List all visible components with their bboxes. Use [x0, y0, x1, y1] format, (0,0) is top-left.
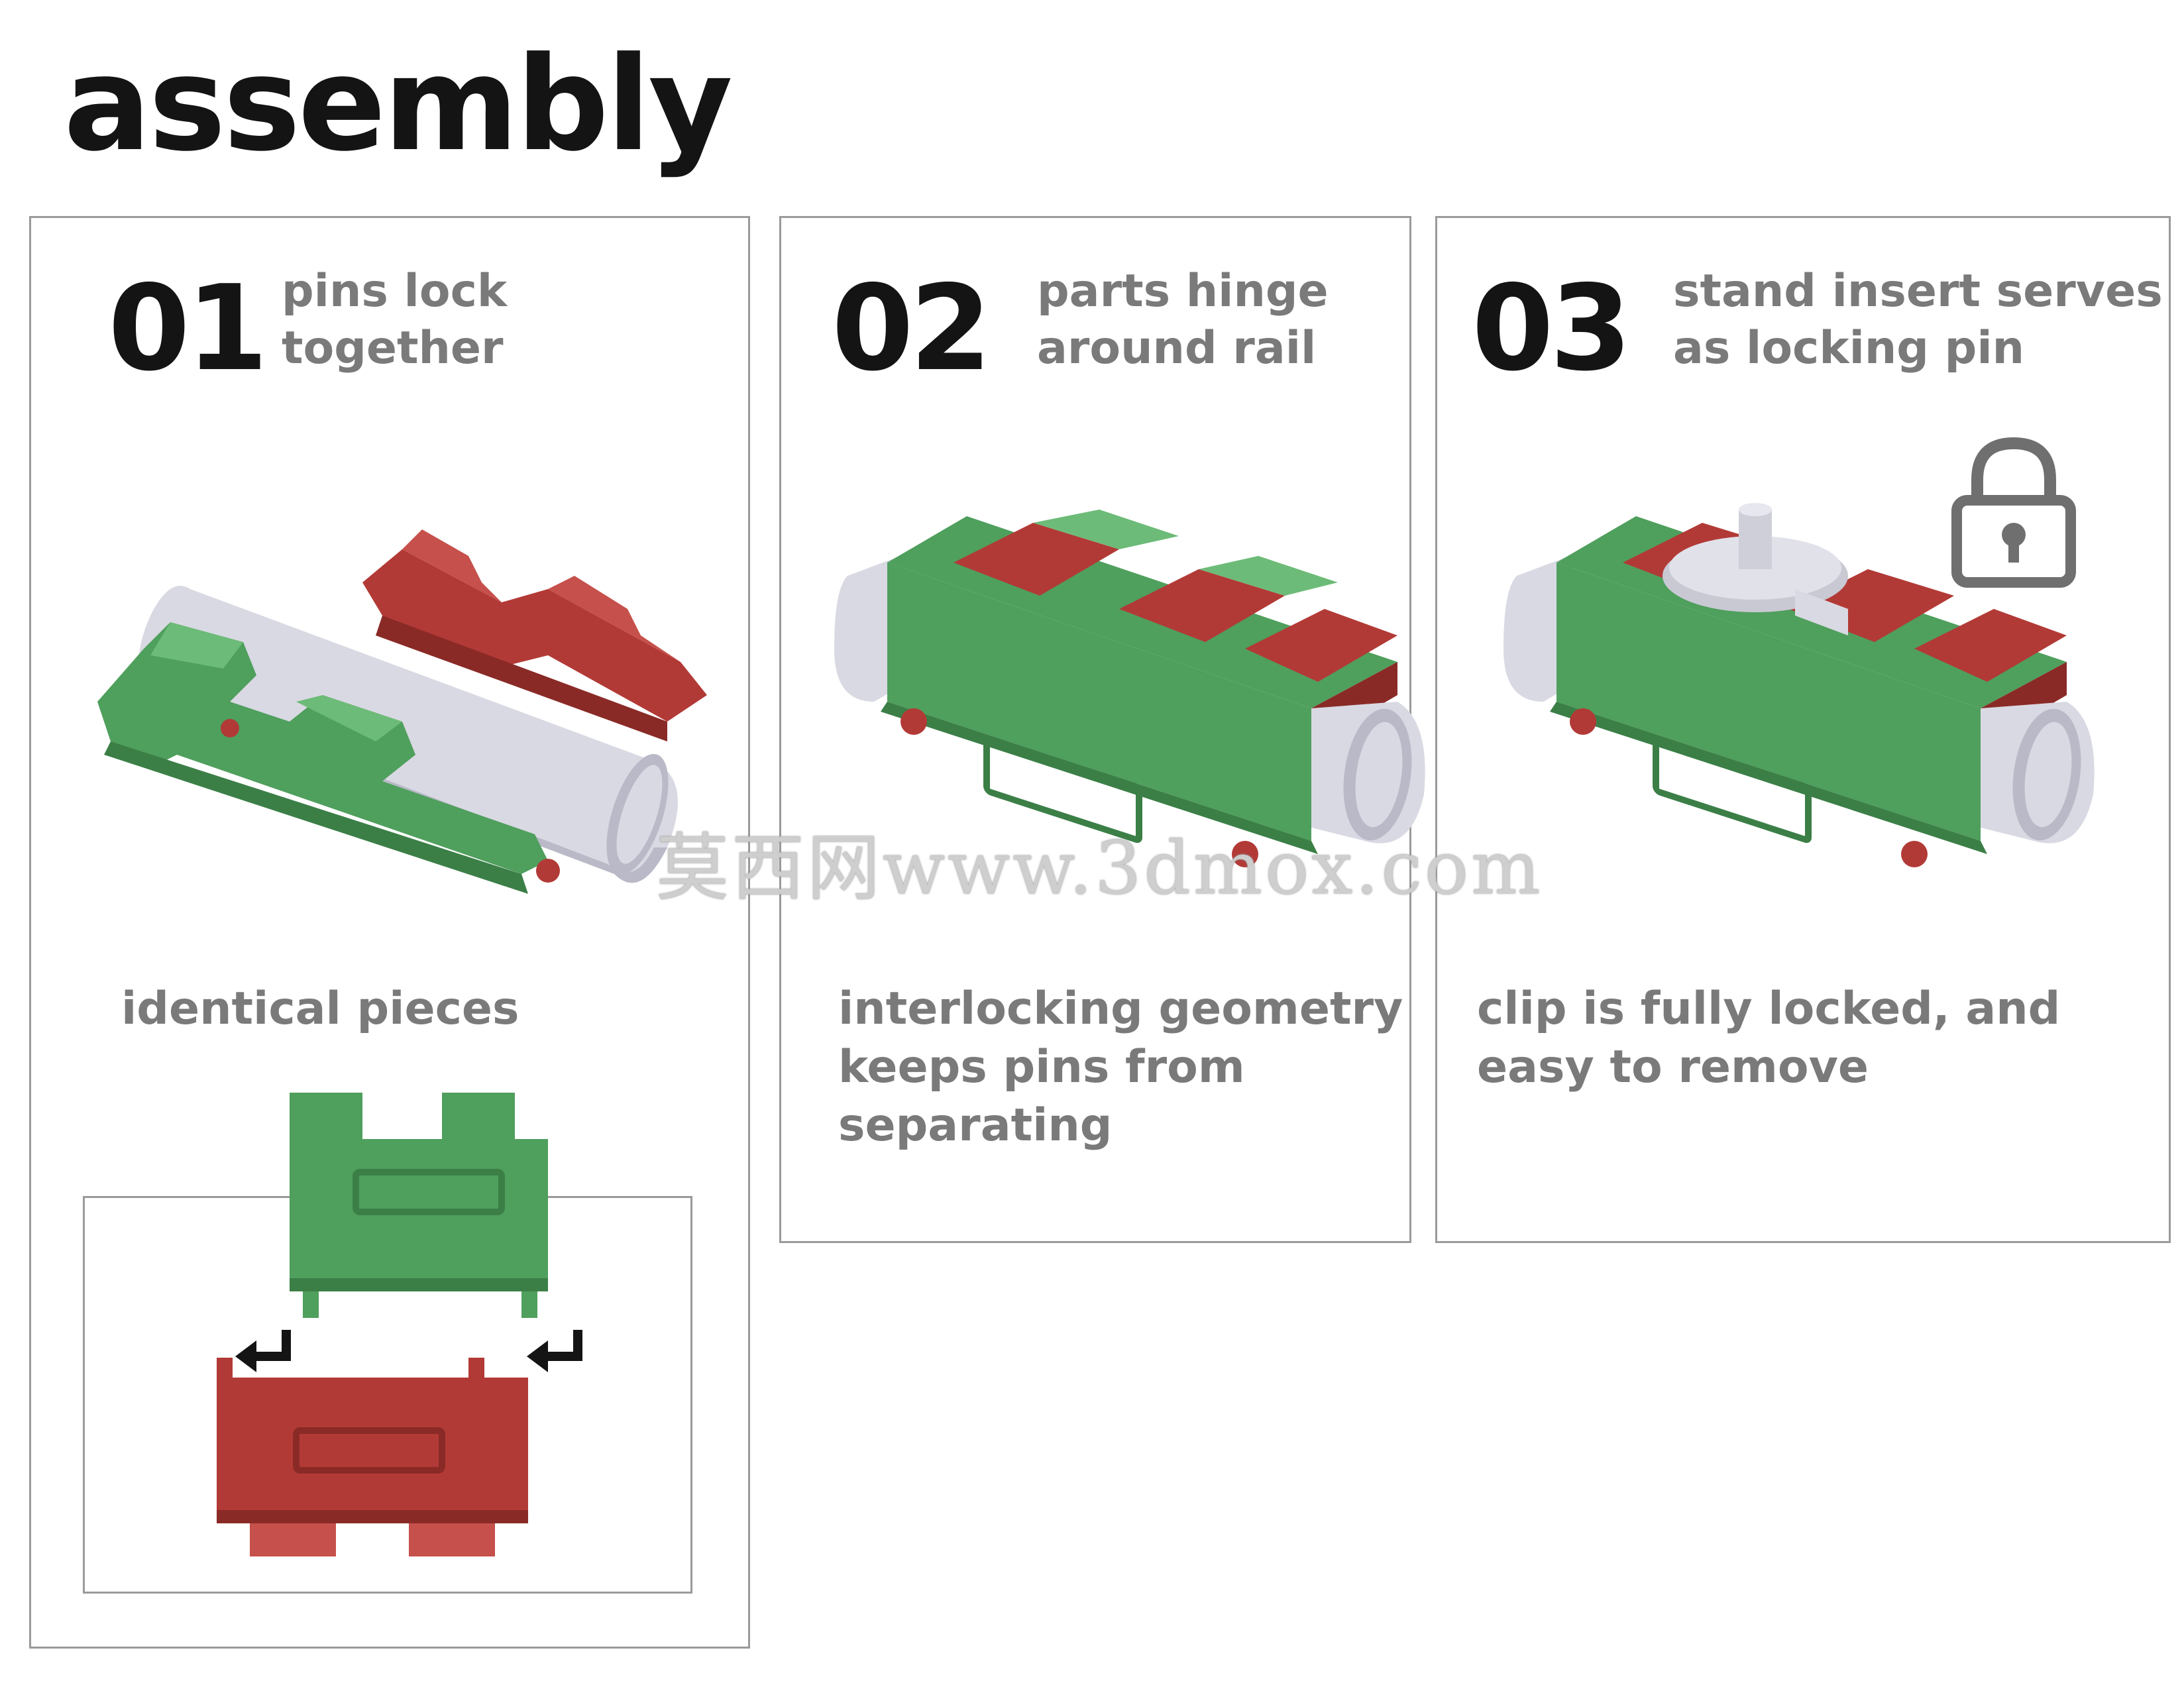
return-arrow-icon — [527, 1330, 582, 1372]
step-caption: pins lock together — [282, 265, 508, 374]
return-arrow-icon — [235, 1330, 291, 1372]
page-title: assembly — [64, 29, 733, 180]
step-number: 02 — [832, 260, 992, 397]
step-description: interlocking geometry keeps pins from se… — [838, 983, 1403, 1152]
lock-icon — [1951, 437, 2076, 588]
identical-pieces-illustration — [217, 1093, 548, 1556]
hinged-clip-illustration — [834, 510, 1425, 867]
exploded-clip-illustration — [97, 529, 707, 894]
locked-clip-illustration — [1503, 503, 2095, 867]
step-panel-2: 02 parts hinge around rail interlocking … — [779, 216, 1425, 1243]
step-description: identical pieces — [121, 983, 519, 1035]
step-panel-3: 03 stand insert serves as locking pin cl… — [1435, 216, 2171, 1243]
step-caption: stand insert serves as locking pin — [1673, 265, 2163, 374]
watermark: 莫西网www.3dmox.com — [656, 826, 1543, 910]
step-number: 03 — [1472, 260, 1632, 397]
step-number: 01 — [108, 260, 268, 397]
step-panel-1: 01 pins lock together identical pieces — [29, 216, 750, 1649]
step-description: clip is fully locked, and easy to remove — [1477, 983, 2061, 1093]
step-caption: parts hinge around rail — [1037, 265, 1329, 374]
